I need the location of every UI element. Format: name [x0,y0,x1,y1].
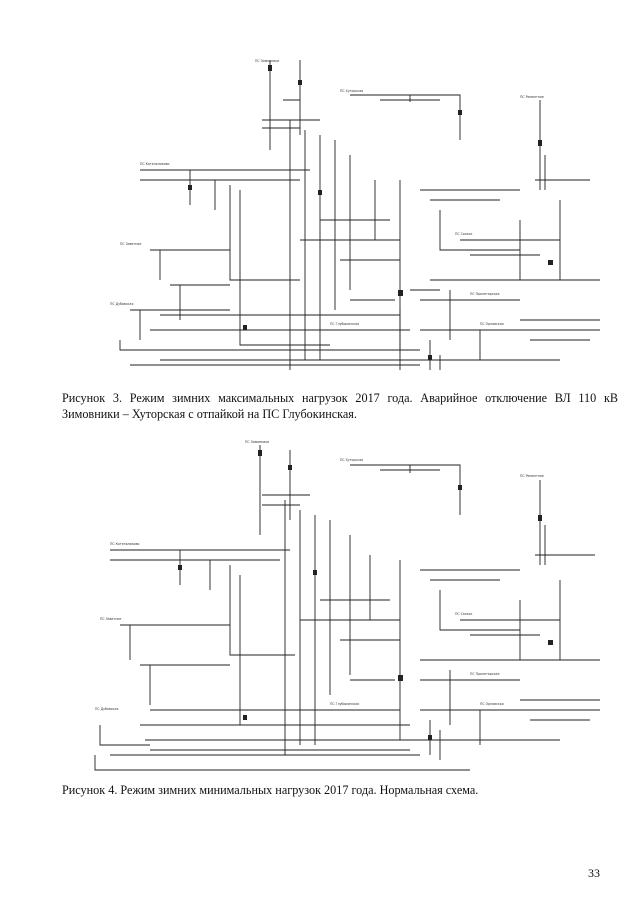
svg-text:ПС Зимовники: ПС Зимовники [245,440,269,444]
figure-4-diagram-svg: ПС Зимовники ПС Хуторская ПС Ремонтное ПС … [94,440,600,771]
svg-text:ПС Хуторская: ПС Хуторская [340,458,363,462]
svg-text:ПС Хуторская: ПС Хуторская [340,89,363,93]
svg-text:ПС Орловская: ПС Орловская [480,322,504,326]
figure-3-network-diagram: ПС Зимовники ПС Хуторская ПС Ремонтное ПС … [0,40,640,385]
svg-text:ПС Котельниково: ПС Котельниково [140,162,169,166]
figure-3-diagram-svg: ПС Зимовники ПС Хуторская ПС Ремонтное ПС … [110,59,600,370]
svg-text:ПС Котельниково: ПС Котельниково [110,542,139,546]
svg-text:ПС Заветное: ПС Заветное [120,242,141,246]
figure-4-caption: Рисунок 4. Режим зимних минимальных нагр… [62,783,479,797]
svg-text:ПС Сальск: ПС Сальск [455,232,472,236]
figure-3-caption-line-2: Зимовники – Хуторская с отпайкой на ПС Г… [62,407,357,421]
page-number: 33 [588,866,600,880]
svg-text:ПС Пролетарская: ПС Пролетарская [470,672,499,676]
svg-text:ПС Дубовская: ПС Дубовская [95,707,118,711]
figure-3-caption: Рисунок 3. Режим зимних максимальных наг… [62,390,618,422]
figure-3-caption-line-1: Рисунок 3. Режим зимних максимальных наг… [62,391,618,405]
svg-text:ПС Глубокинская: ПС Глубокинская [330,322,359,326]
svg-text:ПС Пролетарская: ПС Пролетарская [470,292,499,296]
svg-text:ПС Глубокинская: ПС Глубокинская [330,702,359,706]
figure-4-network-diagram: ПС Зимовники ПС Хуторская ПС Ремонтное ПС … [0,425,640,780]
svg-text:ПС Сальск: ПС Сальск [455,612,472,616]
svg-text:ПС Ремонтное: ПС Ремонтное [520,95,544,99]
svg-text:ПС Зимовники: ПС Зимовники [255,59,279,63]
svg-text:ПС Дубовская: ПС Дубовская [110,302,133,306]
svg-text:ПС Орловская: ПС Орловская [480,702,504,706]
svg-text:ПС Ремонтное: ПС Ремонтное [520,474,544,478]
svg-text:ПС Заветное: ПС Заветное [100,617,121,621]
